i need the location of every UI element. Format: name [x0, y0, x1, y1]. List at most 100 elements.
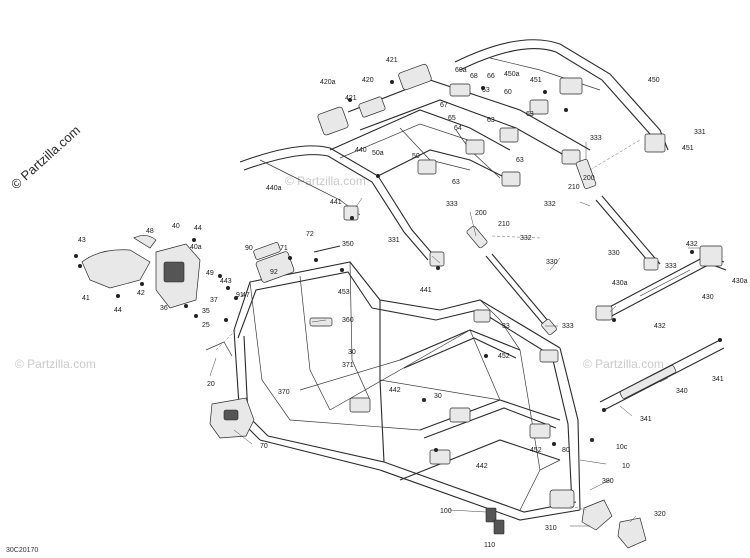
callout-label: 60a: [455, 67, 467, 74]
callout-label: 40: [172, 223, 180, 230]
callout-label: 70: [260, 443, 268, 450]
callout-labels: 421 420 420a 421 440 440a 441 441 50a 50…: [78, 57, 748, 549]
callout-label: 350: [342, 241, 354, 248]
callout-label: 451: [682, 145, 694, 152]
callout-label: 340: [676, 388, 688, 395]
callout-label: 341: [640, 416, 652, 423]
callout-label: 310: [545, 525, 557, 532]
callout-label: 430: [702, 294, 714, 301]
callout-label: 64: [454, 125, 462, 132]
callout-label: 63: [452, 179, 460, 186]
callout-label: 200: [583, 175, 595, 182]
callout-label: 33: [502, 323, 510, 330]
rod-350: [253, 242, 341, 260]
callout-label: 450: [648, 77, 660, 84]
callout-label: 36: [160, 305, 168, 312]
roll-cage-assembly: [239, 39, 669, 270]
callout-label: 371: [342, 362, 354, 369]
callout-label: 92: [270, 269, 278, 276]
callout-label: 43: [78, 237, 86, 244]
callout-label: 330: [546, 259, 558, 266]
callout-label: 63: [516, 157, 524, 164]
callout-label: 333: [562, 323, 574, 330]
callout-label: 370: [278, 389, 290, 396]
callout-label: 42: [137, 290, 145, 297]
callout-label: 331: [694, 129, 706, 136]
callout-label: 450a: [504, 71, 520, 78]
bracket-70: [209, 397, 255, 439]
callout-label: 44: [194, 225, 202, 232]
callout-label: 333: [590, 135, 602, 142]
callout-label: 451: [530, 77, 542, 84]
callout-label: 25: [202, 322, 210, 329]
rear-bar-430: [595, 245, 727, 322]
callout-label: 44: [114, 307, 122, 314]
callout-label: 360: [342, 317, 354, 324]
callout-label: 91: [236, 292, 244, 299]
clip-20: [205, 329, 237, 357]
callout-label: 72: [306, 231, 314, 238]
callout-label: 100: [440, 508, 452, 515]
callout-label: 452: [530, 447, 542, 454]
callout-label: 430a: [612, 280, 628, 287]
callout-label: 443: [220, 278, 232, 285]
engine-mount-parts: [74, 235, 238, 322]
watermark-faint-1: © Partzilla.com: [285, 174, 366, 188]
callout-label: 453: [338, 289, 350, 296]
callout-label: 210: [568, 184, 580, 191]
callout-label: 40a: [190, 244, 202, 251]
callout-label: 48: [146, 228, 154, 235]
callout-label: 441: [420, 287, 432, 294]
callout-label: 110: [484, 542, 495, 549]
callout-label: 320: [654, 511, 666, 518]
watermark-faint-2: © Partzilla.com: [15, 357, 96, 371]
leader-lines: [209, 142, 700, 527]
watermark-faint-3: © Partzilla.com: [583, 357, 664, 371]
bracket-310-320: [485, 499, 647, 549]
callout-label: 421: [345, 95, 357, 102]
callout-label: 440a: [266, 185, 282, 192]
side-bar-340: [599, 338, 725, 412]
callout-label: 80: [562, 447, 570, 454]
callout-label: 332: [544, 201, 556, 208]
callout-label: 442: [476, 463, 488, 470]
callout-label: 332: [520, 235, 532, 242]
callout-label: 41: [82, 295, 90, 302]
callout-label: 50: [412, 153, 420, 160]
callout-label: 333: [665, 263, 677, 270]
callout-label: 63: [526, 111, 534, 118]
callout-label: 10: [622, 463, 630, 470]
callout-label: 63: [487, 117, 495, 124]
callout-label: 210: [498, 221, 510, 228]
diagram-code: 30C20170: [6, 547, 38, 554]
callout-label: 430a: [732, 278, 748, 285]
watermark-main: © Partzilla.com: [8, 122, 83, 192]
callout-label: 421: [386, 57, 398, 64]
callout-label: 66: [487, 73, 495, 80]
callout-label: 90: [245, 245, 253, 252]
callout-label: 60: [504, 89, 512, 96]
callout-label: 50a: [372, 150, 384, 157]
callout-label: 20: [207, 381, 215, 388]
callout-label: 200: [475, 210, 487, 217]
callout-label: 10c: [616, 444, 628, 451]
callout-label: 47: [242, 292, 250, 299]
callout-label: 420: [362, 77, 374, 84]
callout-label: 331: [388, 237, 400, 244]
callout-label: 432: [686, 241, 698, 248]
callout-label: 442: [389, 387, 401, 394]
callout-label: 420a: [320, 79, 336, 86]
main-frame: [233, 251, 594, 521]
brace-tubes: [466, 139, 661, 336]
callout-label: 333: [446, 201, 458, 208]
callout-label: 71: [280, 245, 288, 252]
callout-label: 49: [206, 270, 214, 277]
callout-label: 432: [654, 323, 666, 330]
callout-label: 67: [440, 102, 448, 109]
callout-label: 35: [202, 308, 210, 315]
callout-label: 63: [482, 87, 490, 94]
callout-label: 452: [498, 353, 510, 360]
callout-label: 65: [448, 115, 456, 122]
callout-label: 30: [434, 393, 442, 400]
